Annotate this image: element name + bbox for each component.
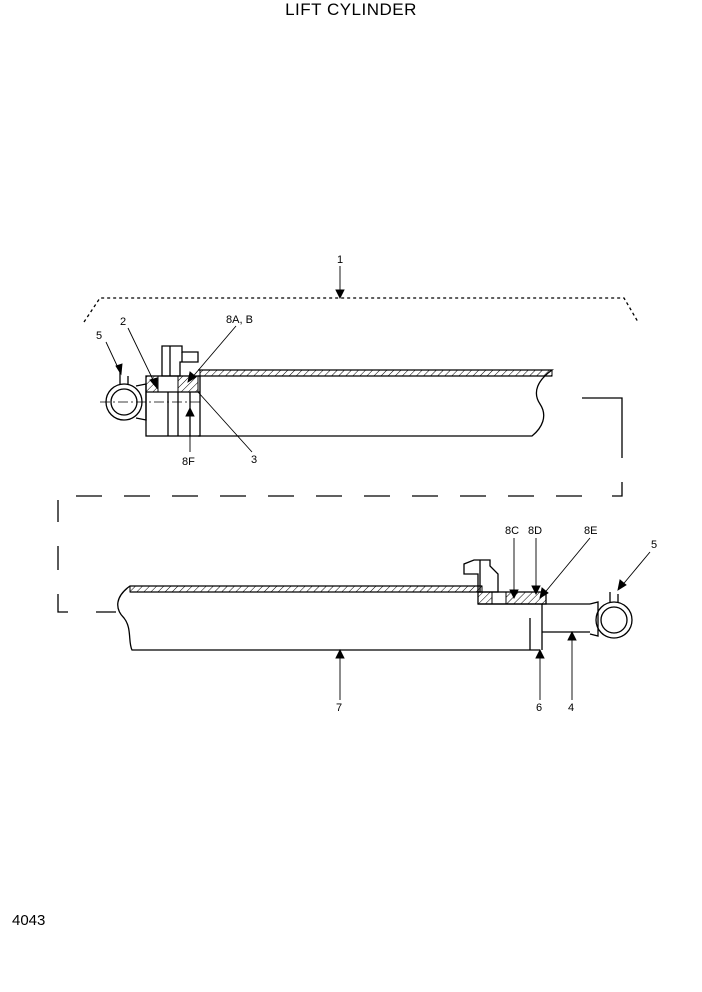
callout-8ab: 8A, B	[226, 314, 253, 326]
callout-8d: 8D	[528, 525, 542, 537]
leader-lines	[105, 266, 651, 700]
callout-8f: 8F	[182, 456, 195, 468]
callout-1: 1	[337, 254, 343, 266]
callout-3: 3	[251, 454, 257, 466]
callout-labels: 1 5 2 8A, B 8F 3 8C 8D 8E 5 7 6 4	[96, 254, 657, 714]
lower-cylinder	[117, 559, 633, 651]
callout-7: 7	[336, 702, 342, 714]
continuation-line	[57, 397, 623, 613]
callout-8c: 8C	[505, 525, 519, 537]
callout-4: 4	[568, 702, 574, 714]
callout-8e: 8E	[584, 525, 597, 537]
callout-6: 6	[536, 702, 542, 714]
page-number: 4043	[12, 912, 46, 929]
page-title: LIFT CYLINDER	[285, 0, 417, 19]
callout-2: 2	[120, 316, 126, 328]
callout-5-rod: 5	[651, 539, 657, 551]
upper-cylinder	[100, 345, 555, 437]
assembly-bracket	[83, 297, 639, 323]
callout-5-head: 5	[96, 330, 102, 342]
